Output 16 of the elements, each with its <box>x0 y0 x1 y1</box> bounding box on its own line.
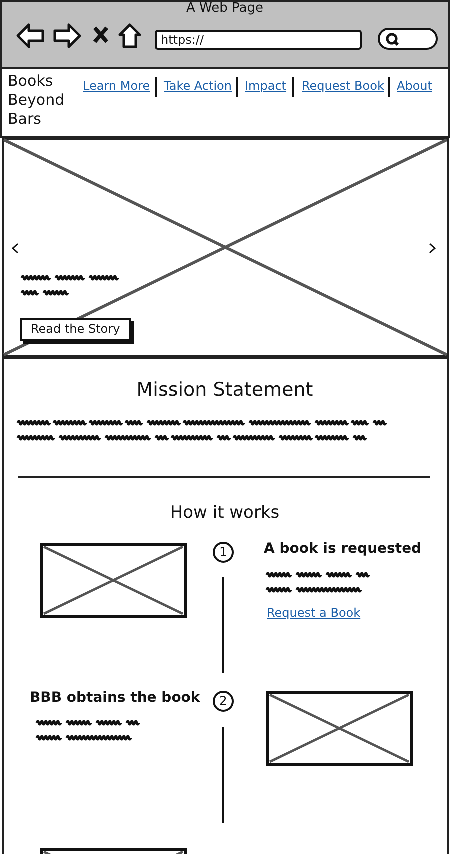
nav-link: Take Action <box>164 79 232 93</box>
story-button: Read the Story <box>20 318 131 341</box>
nav-link: Request Book <box>302 79 384 93</box>
section-heading: Mission Statement <box>136 379 314 401</box>
site-name: Books Beyond Bars <box>8 72 66 129</box>
step-number: 1 <box>213 542 234 563</box>
step-heading: BBB obtains the book <box>30 690 200 706</box>
url-field: https:// <box>155 30 362 50</box>
link: Request a Book <box>267 606 361 620</box>
browser-title: A Web Page <box>186 1 264 16</box>
step-heading: A book is requested <box>264 541 422 557</box>
nav-link: Learn More <box>83 79 150 93</box>
step-number: 2 <box>213 691 234 712</box>
nav-link: About <box>397 79 432 93</box>
section-heading: How it works <box>169 503 281 523</box>
nav-link: Impact <box>245 79 287 93</box>
